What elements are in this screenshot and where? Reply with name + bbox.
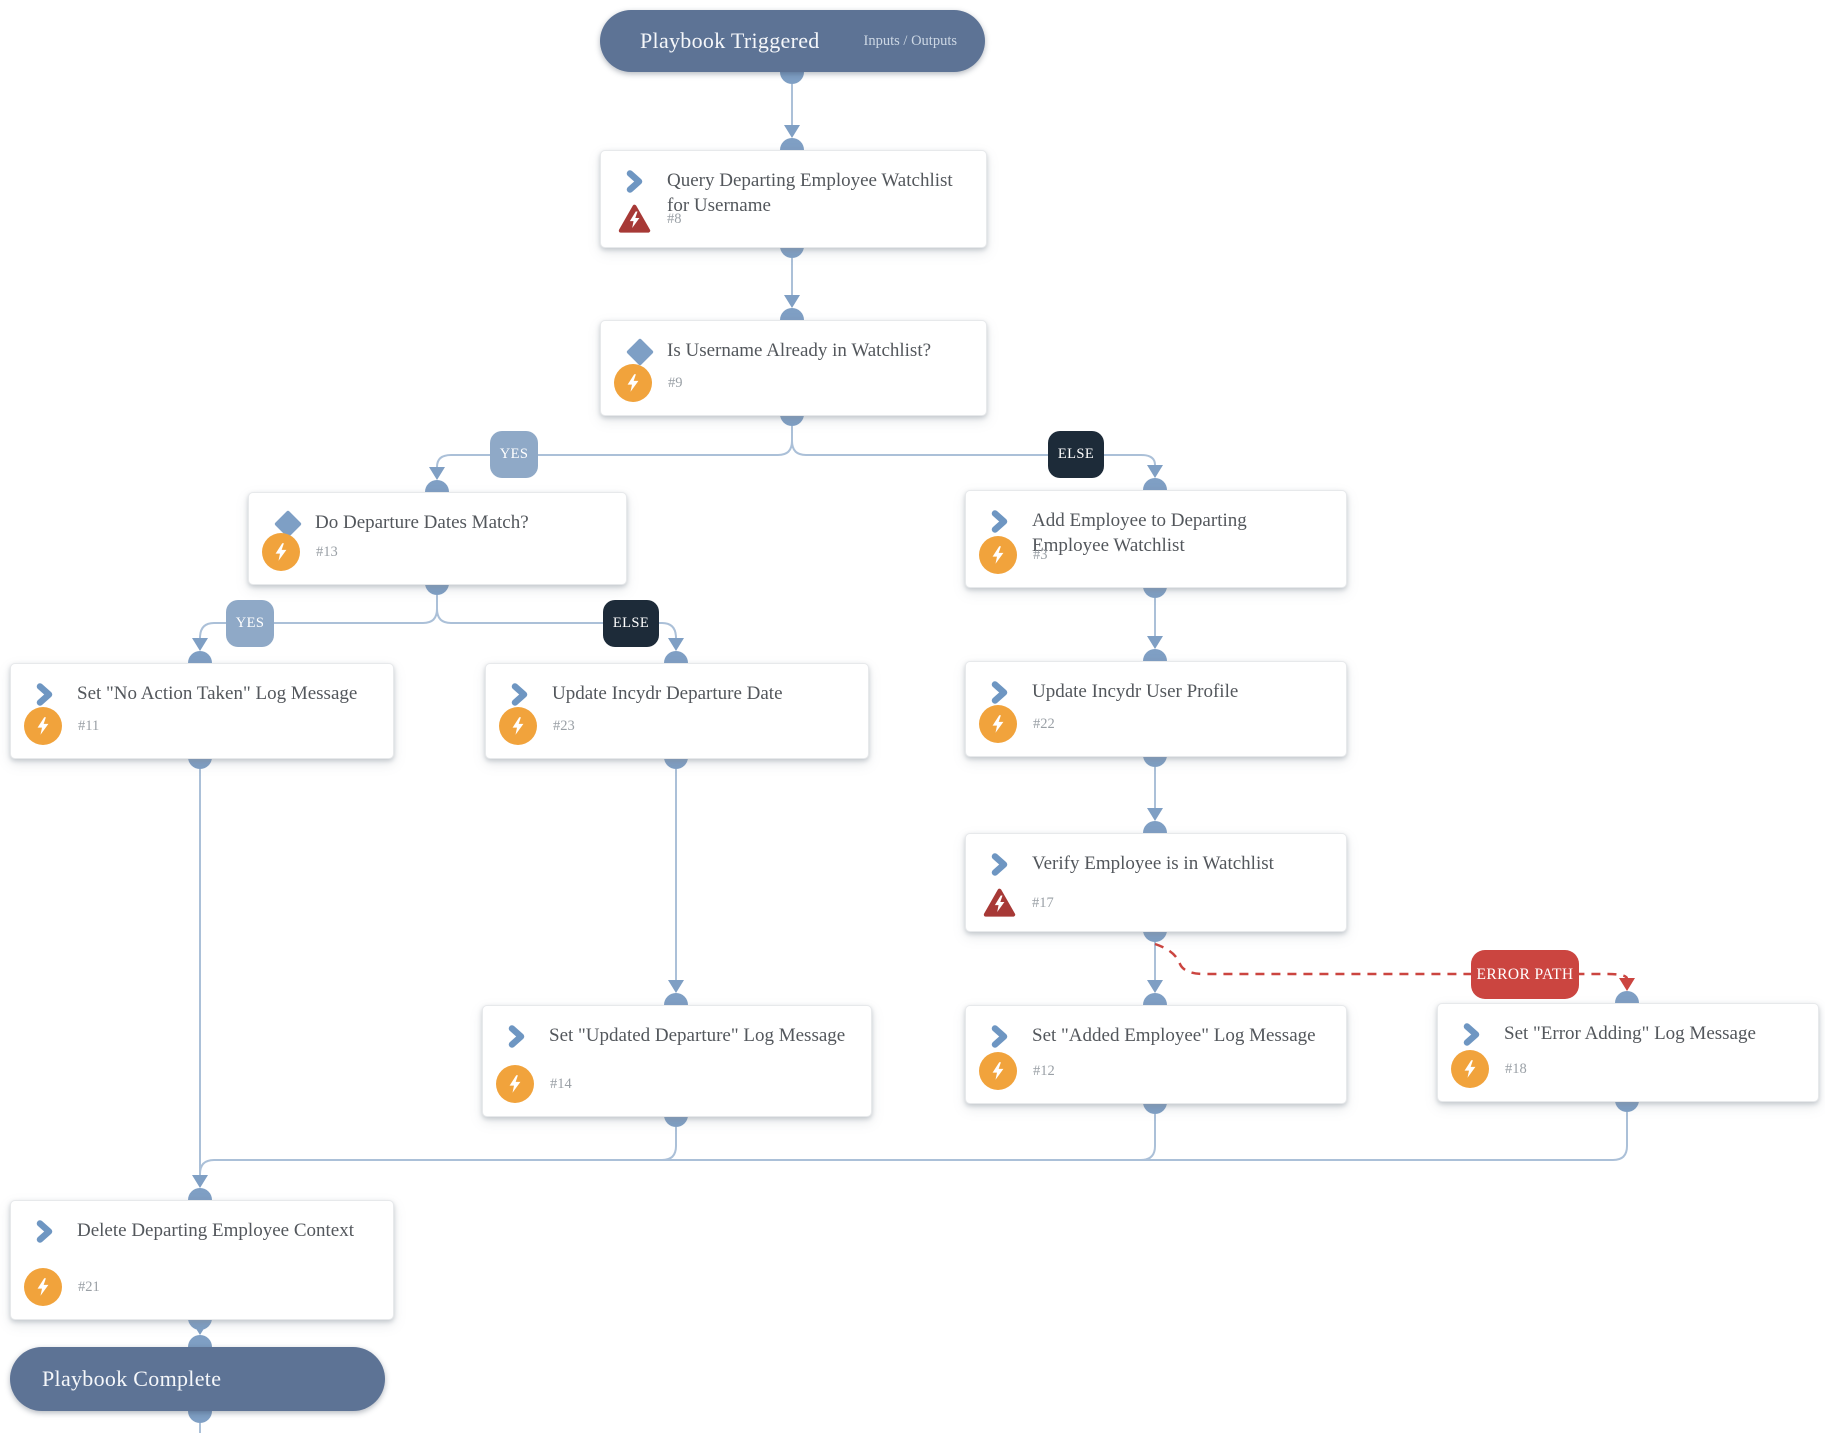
- lightning-error-icon: [618, 204, 651, 234]
- action-chevron-icon: [988, 852, 1012, 877]
- lightning-success-icon: [24, 707, 62, 745]
- edge-lines: [199, 84, 1628, 1433]
- node-title: Update Incydr User Profile: [1032, 681, 1239, 702]
- action-chevron-icon: [988, 1024, 1012, 1049]
- end-node-title: Playbook Complete: [42, 1366, 222, 1391]
- node-title: Is Username Already in Watchlist?: [667, 340, 932, 361]
- edge-arrowheads: [192, 125, 1163, 1335]
- lightning-success-icon: [499, 707, 537, 745]
- node-updated-departure-log[interactable]: Set "Updated Departure" Log Message #14: [482, 1005, 872, 1117]
- action-chevron-icon: [988, 680, 1012, 705]
- action-chevron-icon: [988, 509, 1012, 534]
- node-id: #17: [1032, 894, 1054, 911]
- lightning-success-icon: [262, 533, 300, 571]
- node-update-user-profile[interactable]: Update Incydr User Profile #22: [965, 661, 1347, 757]
- lightning-success-icon: [1451, 1050, 1489, 1088]
- action-chevron-icon: [505, 1024, 529, 1049]
- node-do-dates-match[interactable]: Do Departure Dates Match? #13: [248, 492, 627, 585]
- lightning-success-icon: [614, 364, 652, 402]
- error-path-badge: ERROR PATH: [1471, 950, 1579, 999]
- lightning-success-icon: [979, 705, 1017, 743]
- action-chevron-icon: [1460, 1022, 1484, 1047]
- yes-label-badge: YES: [490, 431, 538, 478]
- node-delete-context[interactable]: Delete Departing Employee Context #21: [10, 1200, 394, 1320]
- node-query-watchlist[interactable]: Query Departing Employee Watchlist for U…: [600, 150, 987, 248]
- error-path-arrowhead: [1619, 978, 1635, 991]
- node-title: Do Departure Dates Match?: [315, 512, 529, 533]
- node-update-departure-date[interactable]: Update Incydr Departure Date #23: [485, 663, 869, 759]
- node-id: #14: [550, 1075, 572, 1092]
- node-id: #11: [78, 717, 100, 734]
- yes-label-badge: YES: [226, 600, 274, 647]
- lightning-error-icon: [983, 888, 1016, 918]
- error-path-edge: [1154, 942, 1635, 991]
- node-error-adding-log[interactable]: Set "Error Adding" Log Message #18: [1437, 1003, 1819, 1102]
- playbook-end-node[interactable]: Playbook Complete: [10, 1347, 385, 1411]
- node-id: #9: [668, 374, 683, 391]
- node-title: Set "No Action Taken" Log Message: [77, 683, 358, 704]
- lightning-success-icon: [979, 1052, 1017, 1090]
- else-label-badge: ELSE: [1048, 431, 1104, 478]
- node-id: #21: [78, 1278, 100, 1295]
- node-title: Set "Updated Departure" Log Message: [549, 1025, 846, 1046]
- playbook-start-node[interactable]: Playbook Triggered Inputs / Outputs: [600, 10, 985, 72]
- decision-diamond-icon: [625, 337, 655, 367]
- node-add-employee[interactable]: Add Employee to Departing Employee Watch…: [965, 490, 1347, 588]
- node-id: #3: [1033, 546, 1048, 563]
- node-id: #23: [553, 717, 575, 734]
- node-title: Add Employee to Departing Employee Watch…: [1032, 510, 1247, 557]
- node-id: #8: [667, 210, 682, 227]
- node-no-action-log[interactable]: Set "No Action Taken" Log Message #11: [10, 663, 394, 759]
- action-chevron-icon: [623, 169, 647, 194]
- node-is-username-in-watchlist[interactable]: Is Username Already in Watchlist? #9: [600, 320, 987, 416]
- node-title: Delete Departing Employee Context: [77, 1220, 354, 1241]
- action-chevron-icon: [508, 682, 532, 707]
- node-title: Verify Employee is in Watchlist: [1032, 853, 1274, 874]
- node-title: Set "Error Adding" Log Message: [1504, 1023, 1756, 1044]
- action-chevron-icon: [33, 1219, 57, 1244]
- node-title: Update Incydr Departure Date: [552, 683, 783, 704]
- node-id: #12: [1033, 1062, 1055, 1079]
- lightning-success-icon: [979, 536, 1017, 574]
- node-title: Set "Added Employee" Log Message: [1032, 1025, 1316, 1046]
- node-id: #18: [1505, 1060, 1527, 1077]
- inputs-outputs-button[interactable]: Inputs / Outputs: [863, 32, 957, 49]
- edge-stubs: [188, 72, 1639, 1423]
- start-node-title: Playbook Triggered: [640, 28, 820, 53]
- node-title: Query Departing Employee Watchlist for U…: [667, 170, 953, 217]
- lightning-success-icon: [24, 1268, 62, 1306]
- lightning-success-icon: [496, 1065, 534, 1103]
- node-added-employee-log[interactable]: Set "Added Employee" Log Message #12: [965, 1005, 1347, 1104]
- action-chevron-icon: [33, 682, 57, 707]
- node-id: #22: [1033, 715, 1055, 732]
- else-label-badge: ELSE: [603, 600, 659, 647]
- node-id: #13: [316, 543, 338, 560]
- node-verify-employee[interactable]: Verify Employee is in Watchlist #17: [965, 833, 1347, 932]
